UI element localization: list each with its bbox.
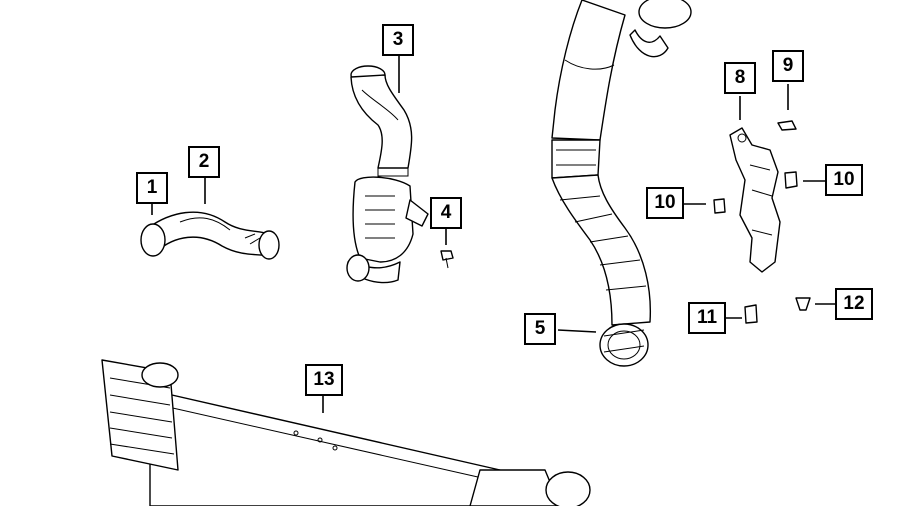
callout-9[interactable]: 9 — [772, 50, 804, 82]
part-10-clip-right[interactable] — [784, 171, 798, 189]
callout-11[interactable]: 11 — [688, 302, 726, 334]
part-13-intercooler[interactable] — [101, 359, 591, 506]
callout-10-left[interactable]: 10 — [646, 187, 684, 219]
callout-8[interactable]: 8 — [724, 62, 756, 94]
callout-1[interactable]: 1 — [136, 172, 168, 204]
callout-3[interactable]: 3 — [382, 24, 414, 56]
callout-12[interactable]: 12 — [835, 288, 873, 320]
callout-13[interactable]: 13 — [305, 364, 343, 396]
part-4-bolt[interactable] — [440, 250, 454, 269]
callout-5[interactable]: 5 — [524, 313, 556, 345]
part-10-clip-left[interactable] — [713, 198, 726, 214]
callout-10-right[interactable]: 10 — [825, 164, 863, 196]
part-8-bracket[interactable] — [729, 127, 781, 273]
callout-4[interactable]: 4 — [430, 197, 462, 229]
part-12-fastener[interactable] — [795, 297, 811, 311]
part-5-long-duct[interactable] — [551, 0, 692, 367]
part-2-hose[interactable] — [140, 211, 280, 260]
callout-2[interactable]: 2 — [188, 146, 220, 178]
part-3-duct[interactable] — [346, 65, 429, 284]
part-11-clip[interactable] — [744, 304, 758, 324]
leader-lines — [151, 56, 837, 413]
part-9-bolt[interactable] — [777, 120, 797, 131]
